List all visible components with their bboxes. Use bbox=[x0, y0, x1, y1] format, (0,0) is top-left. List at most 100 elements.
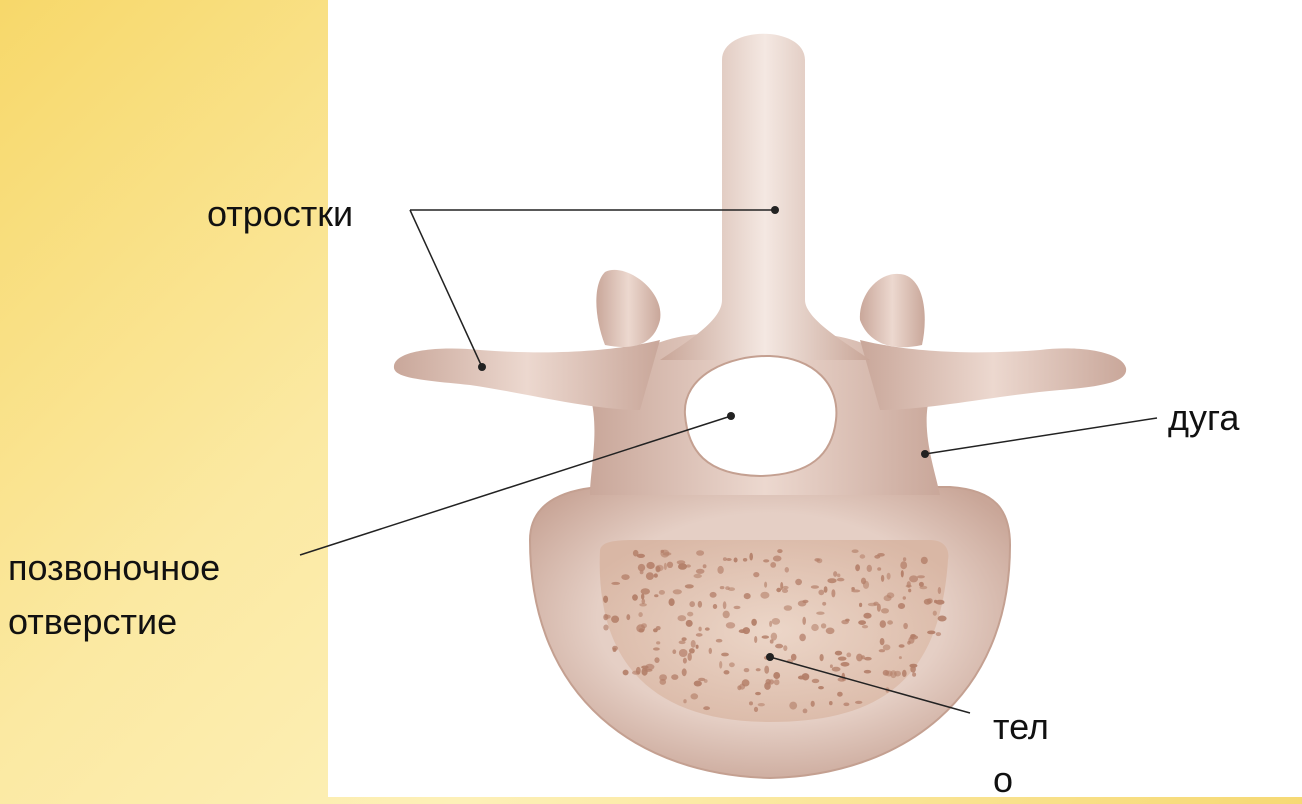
bone-pore bbox=[703, 564, 707, 568]
bone-pore bbox=[880, 620, 886, 628]
bone-pore bbox=[841, 662, 850, 667]
dot-transverse bbox=[478, 363, 486, 371]
bone-pore bbox=[862, 625, 868, 628]
bone-pore bbox=[664, 563, 667, 570]
bone-pore bbox=[789, 702, 797, 710]
bone-pore bbox=[709, 648, 712, 654]
bone-pore bbox=[621, 574, 629, 580]
bone-pore bbox=[611, 616, 619, 623]
bone-pore bbox=[753, 572, 759, 577]
bone-pore bbox=[900, 561, 907, 569]
bone-pore bbox=[832, 667, 841, 672]
bone-pore bbox=[817, 558, 823, 563]
bone-pore bbox=[846, 653, 851, 658]
bone-pore bbox=[880, 638, 885, 645]
bone-pore bbox=[773, 556, 782, 562]
bone-pore bbox=[867, 565, 872, 572]
bone-pore bbox=[723, 601, 727, 609]
bone-pore bbox=[743, 558, 747, 562]
bone-pore bbox=[921, 557, 928, 564]
bone-pore bbox=[887, 573, 891, 580]
bone-pore bbox=[812, 679, 820, 683]
bone-pore bbox=[716, 639, 723, 643]
bone-pore bbox=[754, 707, 758, 712]
bone-pore bbox=[603, 614, 608, 620]
dot-body bbox=[766, 653, 774, 661]
bone-pore bbox=[636, 624, 645, 632]
bone-pore bbox=[766, 679, 771, 685]
leader-line-transverse bbox=[410, 210, 482, 367]
bone-pore bbox=[749, 553, 753, 561]
bone-pore bbox=[899, 656, 902, 659]
bone-pore bbox=[632, 594, 638, 600]
bone-pore bbox=[764, 582, 767, 588]
bone-pore bbox=[771, 633, 777, 641]
bone-pore bbox=[691, 693, 699, 699]
bone-pore bbox=[798, 601, 807, 607]
bone-pore bbox=[723, 611, 730, 619]
bone-pore bbox=[863, 581, 869, 589]
bone-pore bbox=[764, 666, 769, 674]
bone-pore bbox=[683, 699, 686, 703]
right-transverse-process bbox=[860, 340, 1126, 410]
bone-pore bbox=[772, 618, 781, 625]
label-body-line1: тел bbox=[993, 705, 1049, 748]
bone-pore bbox=[917, 575, 925, 578]
bone-pore bbox=[729, 662, 735, 667]
bone-pore bbox=[877, 567, 881, 571]
bone-pore bbox=[901, 570, 904, 577]
bone-pore bbox=[927, 631, 935, 635]
bone-pore bbox=[785, 567, 789, 573]
bone-pore bbox=[837, 692, 843, 697]
bone-pore bbox=[654, 594, 658, 597]
bone-pore bbox=[751, 619, 757, 626]
bone-pore bbox=[654, 573, 658, 577]
bone-pore bbox=[659, 674, 667, 681]
bone-pore bbox=[685, 584, 694, 588]
bone-pore bbox=[933, 611, 937, 616]
bone-pore bbox=[626, 614, 630, 620]
bone-pore bbox=[903, 557, 906, 561]
bone-pore bbox=[694, 681, 702, 687]
bone-pore bbox=[845, 619, 850, 622]
dot-foramen bbox=[727, 412, 735, 420]
label-processes: отростки bbox=[207, 192, 353, 235]
bone-pore bbox=[843, 703, 849, 707]
bone-pore bbox=[728, 587, 735, 591]
bone-pore bbox=[691, 640, 696, 648]
bone-pore bbox=[653, 647, 660, 650]
bone-pore bbox=[899, 644, 905, 648]
bone-pore bbox=[826, 628, 835, 635]
dot-spinous bbox=[771, 206, 779, 214]
bone-pore bbox=[821, 623, 826, 628]
right-articular-process bbox=[860, 274, 925, 347]
bone-pore bbox=[754, 636, 757, 643]
bone-pore bbox=[756, 668, 761, 671]
bone-pore bbox=[838, 657, 847, 661]
bone-pore bbox=[877, 604, 881, 612]
bone-pore bbox=[802, 673, 810, 680]
bone-pore bbox=[726, 558, 732, 561]
bone-pore bbox=[673, 589, 682, 594]
bone-pore bbox=[763, 559, 769, 562]
bone-pore bbox=[603, 625, 608, 631]
bone-pore bbox=[638, 612, 642, 617]
bone-pore bbox=[679, 641, 686, 645]
bone-pore bbox=[829, 701, 833, 705]
label-foramen-line2: отверстие bbox=[8, 600, 177, 643]
bone-pore bbox=[903, 596, 906, 599]
bone-pore bbox=[855, 564, 860, 571]
bone-pore bbox=[883, 644, 891, 650]
bone-pore bbox=[654, 657, 659, 663]
bone-pore bbox=[749, 701, 753, 705]
bone-pore bbox=[641, 588, 650, 594]
bone-pore bbox=[802, 617, 806, 625]
bone-pore bbox=[920, 586, 928, 590]
bone-pore bbox=[784, 605, 792, 611]
label-foramen-line1: позвоночное bbox=[8, 546, 220, 589]
bone-pore bbox=[833, 571, 837, 577]
bone-pore bbox=[938, 587, 941, 594]
bone-pore bbox=[739, 629, 746, 633]
bone-pore bbox=[851, 587, 855, 590]
